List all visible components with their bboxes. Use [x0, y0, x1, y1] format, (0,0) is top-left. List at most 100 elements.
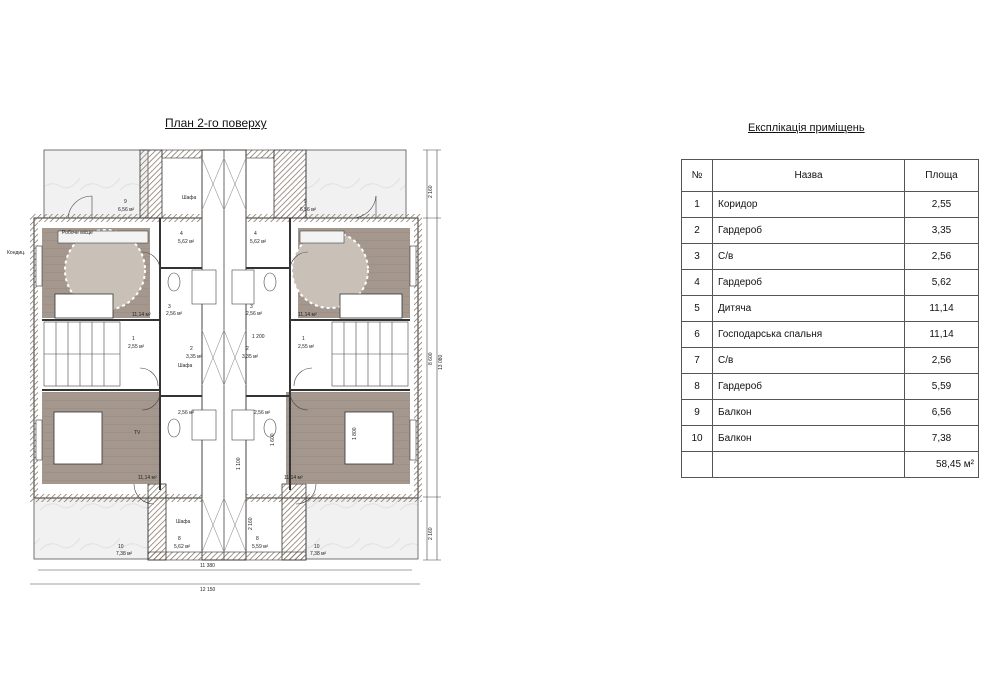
header-num: №	[681, 159, 713, 192]
room-left-4-area: 5,62 м²	[178, 239, 195, 245]
room-left-3-area: 2,56 м²	[166, 311, 183, 317]
room-right-8-area: 5,59 м²	[252, 544, 269, 550]
label-wardrobe-top: Шафа	[182, 195, 196, 201]
row-num: 6	[681, 321, 713, 348]
room-left-2-num: 2	[190, 346, 193, 352]
row-area: 2,56	[904, 243, 979, 270]
total-area: 58,45 м²	[904, 451, 979, 478]
room-left-2-area: 3,35 м²	[186, 354, 203, 360]
room-left-8-area: 5,62 м²	[174, 544, 191, 550]
balcony-bottom-right	[305, 496, 419, 560]
row-num: 9	[681, 399, 713, 426]
room-right-8-num: 8	[256, 536, 259, 542]
row-area: 2,55	[904, 191, 979, 218]
total-empty-name	[712, 451, 905, 478]
header-name: Назва	[712, 159, 905, 192]
balcony-top-left	[43, 149, 149, 221]
row-num: 10	[681, 425, 713, 452]
label-workplace: Робоче місце	[62, 230, 93, 236]
row-area: 11,14	[904, 295, 979, 322]
row-name: Дитяча	[712, 295, 905, 322]
row-name: Гардероб	[712, 373, 905, 400]
room-left-3-num: 3	[168, 304, 171, 310]
dim-width-outer: 12 150	[200, 587, 216, 593]
row-area: 6,56	[904, 399, 979, 426]
row-name: Господарська спальня	[712, 321, 905, 348]
explication-title: Експлікація приміщень	[748, 122, 865, 134]
dim-small-2: 1 600	[270, 433, 276, 446]
table-header-row: № Назва Площа	[681, 159, 979, 192]
room-right-4-area: 5,62 м²	[250, 239, 267, 245]
row-area: 11,14	[904, 321, 979, 348]
row-area: 2,56	[904, 347, 979, 374]
room-left-9-num: 9	[124, 199, 127, 205]
row-name: С/в	[712, 347, 905, 374]
row-num: 3	[681, 243, 713, 270]
stairs-right	[331, 321, 409, 387]
header-area: Площа	[904, 159, 979, 192]
room-left-9-area: 6,56 м²	[118, 207, 135, 213]
room-left-7-area: 2,56 м²	[178, 410, 195, 416]
row-name: Балкон	[712, 399, 905, 426]
dim-small-4: 1 800	[352, 427, 358, 440]
plan-title: План 2-го поверху	[165, 116, 267, 130]
room-right-2-num: 2	[246, 346, 249, 352]
room-left-8-num: 8	[178, 536, 181, 542]
room-right-10-area: 7,38 м²	[310, 551, 327, 557]
balcony-bottom-left	[33, 496, 149, 560]
dim-small-5: 2 160	[248, 517, 254, 530]
row-num: 2	[681, 217, 713, 244]
row-name: Гардероб	[712, 217, 905, 244]
label-wardrobe-mid: Шафа	[178, 363, 192, 369]
row-num: 4	[681, 269, 713, 296]
table-total-row: 58,45 м²	[681, 451, 979, 478]
room-left-1-num: 1	[132, 336, 135, 342]
dim-width-inner: 11 380	[200, 563, 215, 569]
row-area: 7,38	[904, 425, 979, 452]
row-area: 5,62	[904, 269, 979, 296]
row-name: Гардероб	[712, 269, 905, 296]
row-name: Коридор	[712, 191, 905, 218]
room-right-9-area: 6,56 м²	[300, 207, 317, 213]
room-left-4-num: 4	[180, 231, 183, 237]
row-num: 7	[681, 347, 713, 374]
room-right-1-area: 2,55 м²	[298, 344, 315, 350]
row-num: 8	[681, 373, 713, 400]
dim-height-total: 13 080	[438, 354, 444, 370]
room-left-10-area: 7,38 м²	[116, 551, 133, 557]
room-right-4-num: 4	[254, 231, 257, 237]
row-name: Балкон	[712, 425, 905, 452]
room-right-2-area: 3,35 м²	[242, 354, 259, 360]
room-right-3-area: 2,56 м²	[246, 311, 263, 317]
row-area: 3,35	[904, 217, 979, 244]
room-right-7-area: 2,56 м²	[254, 410, 271, 416]
dim-small-3: 1 100	[236, 457, 242, 470]
row-name: С/в	[712, 243, 905, 270]
total-empty-num	[681, 451, 713, 478]
label-wardrobe-bottom: Шафа	[176, 519, 190, 525]
stairs-left	[43, 321, 121, 387]
row-num: 5	[681, 295, 713, 322]
room-right-9-num: 9	[304, 199, 307, 205]
room-left-1-area: 2,55 м²	[128, 344, 145, 350]
room-left-5-area: 11,14 м²	[132, 312, 151, 318]
label-tv: TV	[134, 430, 141, 436]
balcony-top-right	[305, 149, 407, 221]
room-right-5-area: 11,14 м²	[298, 312, 317, 318]
room-right-6-area: 11,14 м²	[284, 475, 303, 481]
dim-height-mid: 8 600	[428, 352, 434, 365]
dim-height-bottom: 2 160	[428, 527, 434, 540]
dim-height-top: 2 160	[428, 185, 434, 198]
dim-small-1: 1 200	[252, 334, 265, 340]
row-area: 5,59	[904, 373, 979, 400]
